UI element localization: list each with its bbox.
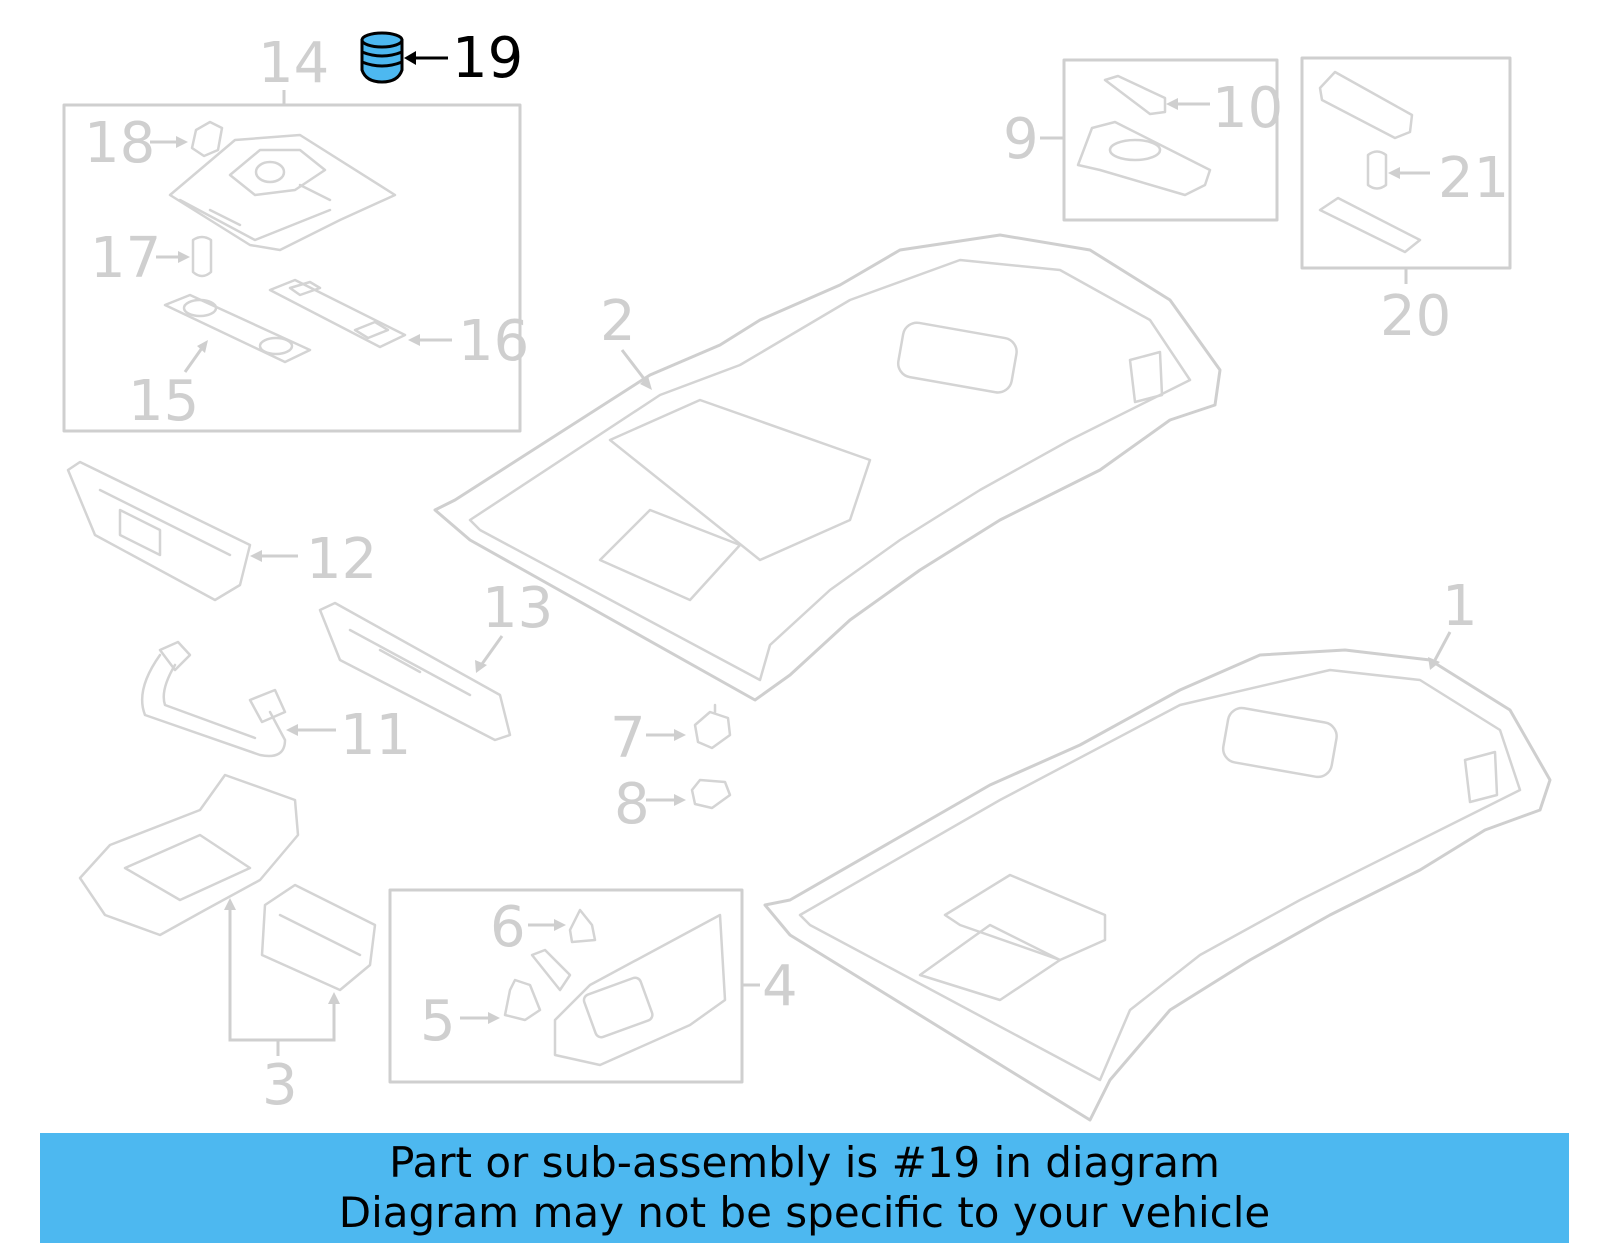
callout-16: 16 xyxy=(458,309,529,374)
part-1-headliner xyxy=(763,648,1552,1122)
part-7 xyxy=(693,703,732,750)
part-15 xyxy=(163,293,312,364)
callout-19: 19 xyxy=(452,26,523,91)
part-16 xyxy=(268,278,407,349)
overhead-lamp-housing xyxy=(168,133,397,252)
callout-6: 6 xyxy=(490,895,526,960)
part-6 xyxy=(568,908,597,944)
callout-4: 4 xyxy=(762,954,798,1019)
info-banner: Part or sub-assembly is #19 in diagram D… xyxy=(40,1133,1569,1243)
part-10 xyxy=(1103,74,1167,116)
callout-20: 20 xyxy=(1380,284,1451,349)
part-17 xyxy=(191,235,213,278)
callout-18: 18 xyxy=(84,111,155,176)
part-12 xyxy=(66,460,252,602)
part-4-sun-visor xyxy=(530,913,727,1067)
callout-8: 8 xyxy=(614,772,650,837)
group-box-9 xyxy=(1062,58,1279,222)
part-3-trim xyxy=(78,773,377,992)
callout-14: 14 xyxy=(258,31,329,96)
part-19-clip[interactable] xyxy=(360,31,448,84)
group-box-20 xyxy=(1300,56,1512,284)
banner-line-1: Part or sub-assembly is #19 in diagram xyxy=(389,1138,1220,1187)
part-18 xyxy=(190,120,224,158)
group-box-4 xyxy=(388,888,760,1084)
callout-7: 7 xyxy=(610,706,646,771)
part-21 xyxy=(1366,150,1388,190)
part-13 xyxy=(318,601,512,742)
callout-10: 10 xyxy=(1212,76,1283,141)
part-5 xyxy=(503,978,542,1022)
callout-1: 1 xyxy=(1442,574,1478,639)
group-box-14 xyxy=(62,90,522,433)
part-8 xyxy=(690,778,732,810)
callout-9: 9 xyxy=(1003,107,1039,172)
banner-line-2: Diagram may not be specific to your vehi… xyxy=(338,1188,1271,1237)
callout-3: 3 xyxy=(262,1053,298,1118)
callout-21: 21 xyxy=(1438,146,1509,211)
part-11-grab-handle xyxy=(140,640,287,758)
part-2-headliner xyxy=(433,233,1222,702)
part-9-lamp xyxy=(1076,120,1212,197)
callout-11: 11 xyxy=(340,703,411,768)
callout-13: 13 xyxy=(482,576,553,641)
callout-12: 12 xyxy=(306,527,377,592)
part-20-lamp xyxy=(1318,70,1422,254)
callout-17: 17 xyxy=(90,226,161,291)
callout-5: 5 xyxy=(420,989,456,1054)
callout-2: 2 xyxy=(600,289,636,354)
callout-15: 15 xyxy=(128,369,199,434)
